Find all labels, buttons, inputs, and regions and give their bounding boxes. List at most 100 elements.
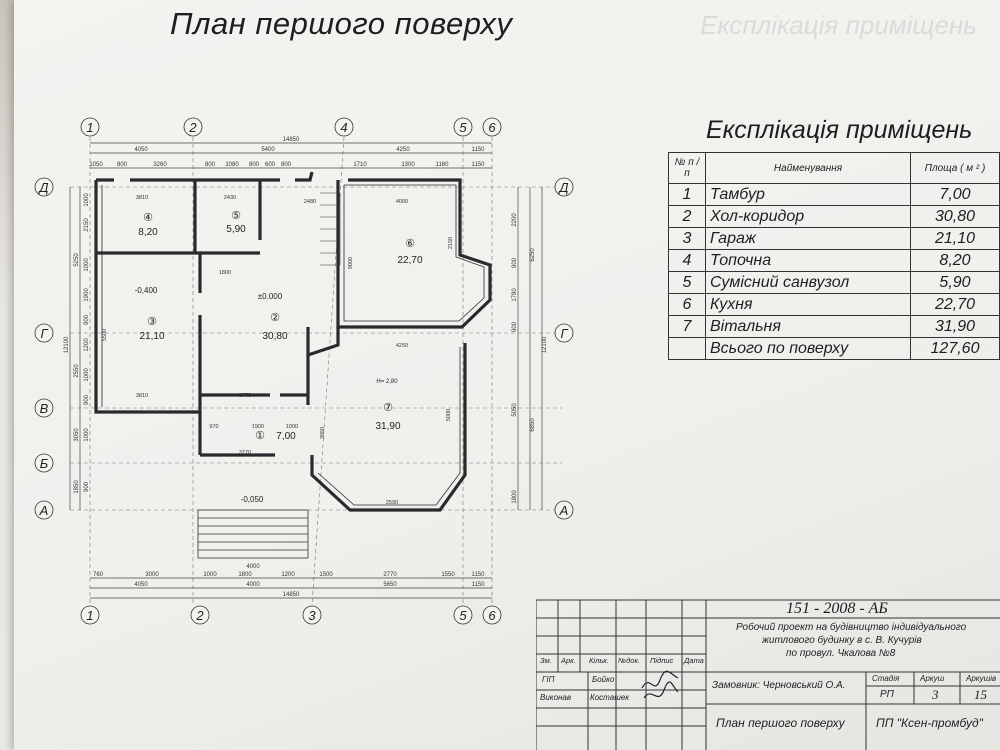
total-label: Всього по поверху xyxy=(705,337,911,360)
room-area: 30,80 xyxy=(262,331,287,342)
room-area: 5,90 xyxy=(226,224,246,235)
row-name: Гараж xyxy=(705,227,911,250)
dim-text: 1000 xyxy=(203,572,217,578)
title-block: 151 - 2008 - АБ Робочий проект на будівн… xyxy=(536,596,1000,750)
axis-label: 5 xyxy=(459,120,467,135)
table-row: 3 Гараж 21,10 xyxy=(668,227,1000,250)
axis-label: Д xyxy=(557,180,568,195)
axis-label: 2 xyxy=(195,608,204,623)
col-zm: Зм. xyxy=(540,656,552,665)
dim-text: 3050 xyxy=(320,427,326,439)
stage-value: РП xyxy=(880,689,894,700)
dim-text: 900 xyxy=(84,394,90,405)
organization: ПП "Ксен-промбуд" xyxy=(876,716,983,730)
dim-text: 3770 xyxy=(239,450,251,456)
height-mark: H= 2,80 xyxy=(376,379,398,385)
axis-label: 1 xyxy=(86,120,93,135)
axis-label: 6 xyxy=(488,608,496,623)
header-num: № п / п xyxy=(668,152,706,184)
dim-text: 4000 xyxy=(246,564,260,570)
dim-text: 1710 xyxy=(353,162,367,168)
dim-text: 970 xyxy=(209,424,218,430)
col-ndok: №док. xyxy=(618,656,641,665)
room-area: 7,00 xyxy=(276,431,296,442)
level-mark: -0,400 xyxy=(135,286,158,295)
dim-text: 900 xyxy=(84,314,90,325)
dim-text: 1500 xyxy=(319,572,333,578)
dim-text: 1000 xyxy=(84,368,90,382)
dim-text: 5400 xyxy=(261,147,275,153)
dim-text: 1900 xyxy=(84,288,90,302)
dim-text: 1800 xyxy=(219,270,231,276)
dim-text: 800 xyxy=(281,162,292,168)
row-num: 3 xyxy=(668,227,706,250)
row-num: 1 xyxy=(668,183,706,206)
axis-label: Г xyxy=(560,326,568,341)
axis-label: 2 xyxy=(188,120,197,135)
row-area: 8,20 xyxy=(910,249,1000,272)
dim-text: 5250 xyxy=(74,253,80,267)
header-name: Найменування xyxy=(705,152,911,184)
dim-text: 900 xyxy=(84,481,90,492)
dim-text: 4250 xyxy=(396,343,408,349)
axis-label: А xyxy=(39,503,49,518)
dim-text: 1150 xyxy=(472,572,486,578)
dim-text: 14850 xyxy=(283,137,300,143)
dim-text: 6250 xyxy=(530,248,536,262)
sheet-value: 3 xyxy=(932,687,939,702)
dim-text: 3260 xyxy=(153,162,167,168)
name-gip: Бойко xyxy=(592,675,615,684)
dim-text: 5650 xyxy=(383,582,397,588)
room-number: ② xyxy=(270,312,280,324)
dim-text: 3810 xyxy=(136,393,148,399)
role-vykonav: Виконав xyxy=(540,693,572,702)
axis-label: 4 xyxy=(340,120,347,135)
dim-text: 1000 xyxy=(286,424,298,430)
dim-text: 1200 xyxy=(281,572,295,578)
drawing-code: 151 - 2008 - АБ xyxy=(786,600,888,617)
room-number: ① xyxy=(255,430,265,442)
customer: Замовник: Черновський О.А. xyxy=(712,680,846,691)
row-name: Вітальня xyxy=(705,315,911,338)
dim-text: 4000 xyxy=(396,199,408,205)
row-area: 7,00 xyxy=(910,183,1000,206)
name-vykonav: Косташек xyxy=(590,693,630,702)
dim-text: 2430 xyxy=(224,195,236,201)
dim-text: 800 xyxy=(249,162,260,168)
dim-text: 4000 xyxy=(246,582,260,588)
dim-text: 1080 xyxy=(225,162,239,168)
dim-text: 1300 xyxy=(401,162,415,168)
level-mark: -0,050 xyxy=(241,495,264,504)
level-mark: ±0.000 xyxy=(258,292,283,301)
dim-text: 12100 xyxy=(542,336,548,353)
col-ark: Арк. xyxy=(561,656,576,665)
dim-text: 1050 xyxy=(89,162,103,168)
axis-label: Б xyxy=(40,456,49,471)
dim-text: 9000 xyxy=(348,257,354,269)
table-row: 7 Вітальня 31,90 xyxy=(668,315,1000,338)
dim-text: 1850 xyxy=(74,480,80,494)
row-name: Хол-коридор xyxy=(705,205,911,228)
row-num: 2 xyxy=(668,205,706,228)
dim-text: 1200 xyxy=(84,338,90,352)
dim-text: 6850 xyxy=(530,418,536,432)
dim-text: 1160 xyxy=(436,162,450,168)
dim-text: 1800 xyxy=(512,490,518,504)
dim-text: 2150 xyxy=(448,237,454,249)
signature-mark xyxy=(641,670,679,698)
row-name: Кухня xyxy=(705,293,911,316)
room-number: ⑥ xyxy=(405,238,415,250)
role-gip: ГІП xyxy=(542,675,555,684)
row-num: 4 xyxy=(668,249,706,272)
row-name: Тамбур xyxy=(705,183,911,206)
dim-text: 2770 xyxy=(383,572,397,578)
dim-text: 1800 xyxy=(238,572,252,578)
dim-text: 2480 xyxy=(304,199,316,205)
table-row: 2 Хол-коридор 30,80 xyxy=(668,205,1000,228)
dim-text: 900 xyxy=(512,321,518,332)
floor-plan-drawing: 1 2 4 5 6 1 2 3 5 6 Д Г В Б А Д Г А 1485… xyxy=(34,117,574,625)
sheets-value: 15 xyxy=(974,687,987,702)
show-through-text: Експлікація приміщень xyxy=(700,10,977,40)
project-line-2: житлового будинку в с. В. Кучурів xyxy=(762,635,922,646)
project-line-3: по провул. Чкалова №8 xyxy=(786,648,896,659)
